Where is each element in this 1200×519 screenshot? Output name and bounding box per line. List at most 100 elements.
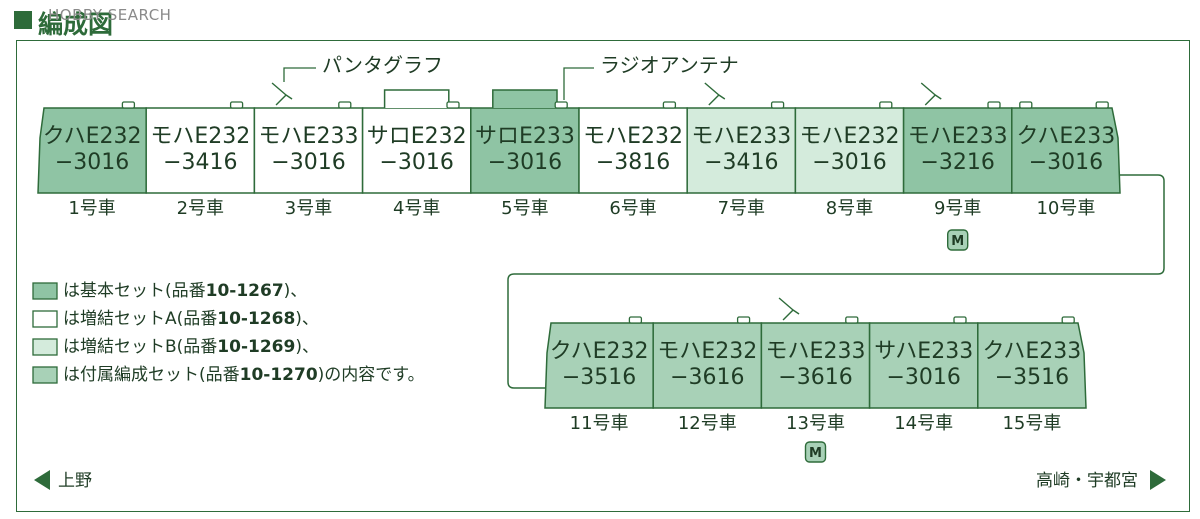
car-name: クハE232	[550, 339, 649, 364]
car-name: モハE232	[583, 124, 683, 149]
legend-label: は増結セットA(品番10-1268)、	[63, 309, 319, 329]
right-arrow-icon	[1150, 470, 1166, 490]
legend-suffix: )、	[284, 281, 308, 301]
roof-vent	[1095, 101, 1109, 109]
car-label: 5号車	[501, 198, 548, 219]
car-label: 12号車	[678, 413, 737, 434]
legend-swatch	[32, 310, 58, 328]
directions: 上野 高崎・宇都宮	[34, 470, 1166, 491]
row-connector	[507, 174, 1165, 389]
connector-line	[507, 174, 1165, 389]
legend-label: は増結セットB(品番10-1269)、	[63, 337, 319, 357]
roof-vent	[338, 101, 352, 109]
pantograph-icon	[271, 82, 293, 106]
car-label: 4号車	[393, 198, 440, 219]
car-label: 8号車	[826, 198, 873, 219]
legend-code: 10-1269	[217, 337, 295, 357]
car-2号車: モハE232−3416 2号車	[145, 101, 256, 219]
car-7号車: モハE233−3416 7号車	[686, 82, 797, 219]
roof-vent	[770, 101, 785, 109]
motor-mark-letter: M	[809, 446, 822, 461]
legend-label: は基本セット(品番10-1267)、	[63, 281, 307, 301]
roof-vent	[229, 101, 244, 109]
direction-left: 上野	[34, 470, 92, 491]
car-label: 14号車	[894, 413, 953, 434]
legend-code: 10-1268	[217, 309, 295, 329]
car-name: サハE233	[874, 339, 973, 364]
motor-mark-box	[804, 441, 827, 463]
roof-vent	[845, 316, 859, 324]
car-number: −3016	[55, 150, 129, 175]
roof-vent	[628, 316, 643, 324]
car-number: −3616	[778, 365, 852, 390]
roof-vent	[1061, 316, 1075, 324]
car-number: −3016	[271, 150, 345, 175]
legend-suffix: )の内容です。	[318, 365, 425, 385]
watermark: HOBBY SEARCH	[48, 6, 172, 24]
car-number: −3516	[995, 365, 1069, 390]
car-number: −3216	[920, 150, 994, 175]
roof-vent	[554, 101, 568, 109]
legend-prefix: は基本セット(品番	[63, 281, 206, 301]
pantograph-annotation: パンタグラフ	[283, 53, 443, 82]
legend-prefix: は増結セットB(品番	[63, 337, 217, 357]
car-number: −3016	[1029, 150, 1103, 175]
car-label: 2号車	[177, 198, 224, 219]
car-number: −3016	[379, 150, 453, 175]
diagram-frame	[16, 40, 1190, 512]
car-6号車: モハE232−3816 6号車	[578, 101, 688, 219]
direction-right: 高崎・宇都宮	[1036, 470, 1166, 491]
pantograph-icon	[704, 82, 726, 106]
radio-antenna-annotation: ラジオアンテナ	[563, 53, 739, 100]
car-number: −3016	[886, 365, 960, 390]
roof-vent	[446, 101, 460, 109]
car-name: クハE233	[1017, 124, 1116, 149]
car-number: −3416	[704, 150, 778, 175]
legend-item-basic: は基本セット(品番10-1267)、	[32, 281, 307, 301]
car-name: モハE232	[657, 339, 757, 364]
motor-mark-letter: M	[951, 234, 964, 249]
annotations: パンタグラフ ラジオアンテナ	[283, 53, 739, 100]
pantograph-icon	[778, 297, 800, 321]
car-name: モハE233	[691, 124, 791, 149]
car-number: −3616	[670, 365, 744, 390]
car-label: 13号車	[786, 413, 845, 434]
car-label: 7号車	[718, 198, 765, 219]
legend-swatch	[32, 366, 58, 384]
double-deck-roof	[383, 89, 450, 108]
pantograph-label: パンタグラフ	[322, 53, 443, 77]
car-name: モハE233	[908, 124, 1008, 149]
car-label: 3号車	[285, 198, 332, 219]
car-label: 1号車	[68, 198, 115, 219]
roof-vent	[736, 316, 751, 324]
car-name: サロE233	[475, 124, 575, 149]
roof-vent	[1019, 101, 1033, 109]
legend-code: 10-1270	[240, 365, 318, 385]
car-label: 6号車	[609, 198, 656, 219]
car-label: 10号車	[1036, 198, 1095, 219]
car-name: モハE232	[800, 124, 900, 149]
header-square-icon	[14, 11, 32, 29]
train-row-2: クハE232−351611号車モハE232−361612号車モハE233−361…	[544, 297, 1087, 463]
legend-suffix: )、	[295, 337, 319, 357]
car-label: 11号車	[570, 413, 629, 434]
car-number: −3816	[596, 150, 670, 175]
car-number: −3416	[163, 150, 237, 175]
direction-right-label: 高崎・宇都宮	[1036, 471, 1138, 491]
direction-left-label: 上野	[58, 471, 92, 491]
legend-prefix: は付属編成セット(品番	[63, 365, 240, 385]
radio-antenna-label: ラジオアンテナ	[600, 53, 739, 77]
legend-item-extension_a: は増結セットA(品番10-1268)、	[32, 309, 319, 329]
car-name: クハE232	[43, 124, 142, 149]
car-name: モハE233	[766, 339, 866, 364]
page-title: 編成図	[38, 10, 114, 39]
car-name: モハE232	[150, 124, 250, 149]
motor-mark-icon: M	[804, 441, 827, 463]
train-row-1: クハE232−30161号車モハE232−34162号車モハE233−30163…	[37, 82, 1121, 251]
